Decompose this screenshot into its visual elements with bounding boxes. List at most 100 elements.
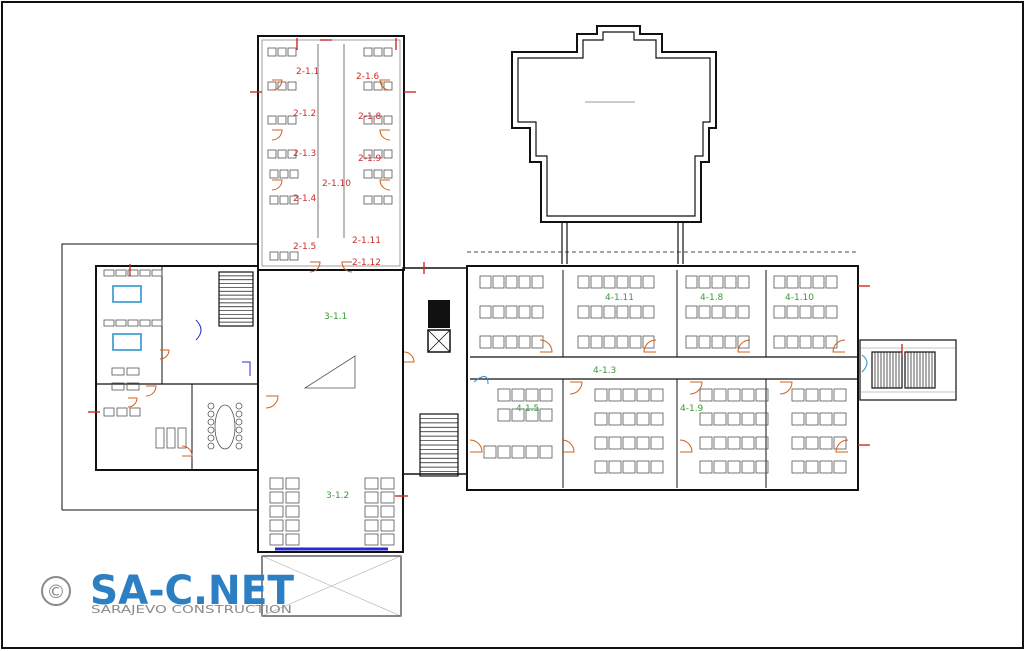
desk — [594, 460, 608, 474]
desk — [699, 388, 713, 402]
desk — [755, 460, 769, 474]
desk — [833, 460, 847, 474]
desk — [713, 436, 727, 450]
desk — [277, 47, 287, 57]
desk — [616, 305, 629, 319]
desk — [511, 388, 525, 402]
desk — [825, 305, 838, 319]
door-swing — [835, 439, 849, 453]
door-swing — [569, 381, 583, 395]
desk — [737, 305, 750, 319]
room-label-2-1-3: 2-1.3 — [293, 149, 316, 159]
desk — [177, 427, 187, 449]
desk — [267, 81, 277, 91]
desk — [383, 115, 393, 125]
door-swing — [689, 381, 703, 395]
desk — [698, 305, 711, 319]
copyright-symbol: © — [47, 581, 66, 603]
desk — [151, 319, 163, 327]
desk — [155, 427, 165, 449]
desk — [650, 436, 664, 450]
desk — [786, 335, 799, 349]
desk — [383, 47, 393, 57]
desk — [773, 335, 786, 349]
desk — [791, 388, 805, 402]
desk — [642, 275, 655, 289]
desk — [269, 533, 284, 546]
room-label-2-1-4: 2-1.4 — [293, 194, 317, 204]
door-swing — [779, 381, 793, 395]
room-label-4-1-5: 4-1.5 — [516, 404, 539, 414]
desk — [279, 169, 289, 179]
desk — [727, 388, 741, 402]
desk — [608, 436, 622, 450]
desk — [364, 505, 379, 518]
desk — [285, 477, 300, 490]
desk — [166, 427, 176, 449]
desk — [373, 115, 383, 125]
door-swing — [265, 395, 279, 409]
desk — [364, 491, 379, 504]
washbasin-1 — [112, 285, 142, 303]
desk — [590, 335, 603, 349]
desk — [285, 491, 300, 504]
desk — [363, 149, 373, 159]
desk — [277, 149, 287, 159]
chair — [235, 426, 243, 434]
door-swing — [403, 351, 415, 363]
desk — [483, 445, 497, 459]
desk — [594, 388, 608, 402]
desk — [285, 505, 300, 518]
desk — [287, 149, 297, 159]
desk — [126, 382, 140, 391]
room-label-4-1-3: 4-1.3 — [593, 366, 616, 376]
desk — [531, 305, 544, 319]
desk — [650, 388, 664, 402]
desk — [594, 412, 608, 426]
desk — [115, 269, 127, 277]
desk — [577, 275, 590, 289]
room-label-4-1-9: 4-1.9 — [680, 404, 704, 414]
desk — [727, 460, 741, 474]
desk — [737, 335, 750, 349]
door-swing — [379, 179, 391, 191]
desk — [622, 412, 636, 426]
desk — [285, 533, 300, 546]
desk — [724, 335, 737, 349]
desk — [755, 436, 769, 450]
desk — [799, 335, 812, 349]
desk — [608, 388, 622, 402]
logo-name: SA-C.NET — [90, 568, 295, 614]
door-swing — [127, 397, 138, 408]
room-label-3-1-2: 3-1.2 — [326, 491, 349, 501]
door-swing — [145, 385, 157, 397]
desk — [812, 275, 825, 289]
desk — [364, 519, 379, 532]
desk — [363, 195, 373, 205]
logo: © SA-C.NET SARAJEVO CONSTRUCTION — [41, 568, 295, 616]
door-swing — [271, 79, 283, 91]
desk — [539, 445, 553, 459]
desk — [363, 115, 373, 125]
desk — [724, 275, 737, 289]
desk — [479, 305, 492, 319]
desk — [383, 149, 393, 159]
desk — [511, 445, 525, 459]
desk — [103, 319, 115, 327]
desk — [289, 251, 299, 261]
desk — [380, 519, 395, 532]
desk — [698, 335, 711, 349]
desk — [103, 269, 115, 277]
desk — [616, 335, 629, 349]
desk — [713, 388, 727, 402]
desk — [505, 305, 518, 319]
desk — [685, 305, 698, 319]
stairs — [218, 271, 936, 477]
desk — [127, 319, 139, 327]
chair — [207, 418, 215, 426]
desk — [383, 169, 393, 179]
desk — [111, 382, 125, 391]
desk — [685, 275, 698, 289]
desk — [819, 436, 833, 450]
desk — [497, 388, 511, 402]
